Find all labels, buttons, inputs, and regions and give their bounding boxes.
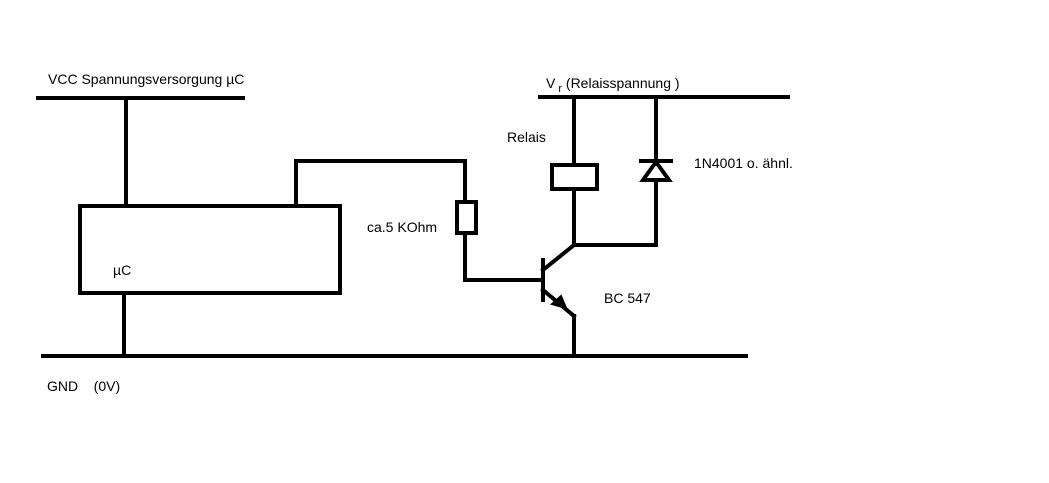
vr-symbol: V <box>546 75 556 91</box>
transistor-collector <box>540 242 577 273</box>
relay-label: Relais <box>507 129 546 145</box>
microcontroller-box <box>78 204 342 295</box>
base-resistor <box>455 200 478 235</box>
relay-coil <box>550 163 599 191</box>
transistor-label: BC 547 <box>604 290 651 306</box>
diode-bottom-wire <box>572 178 658 247</box>
vcc-label: VCC Spannungsversorgung µC <box>48 71 244 87</box>
diode-label: 1N4001 o. ähnl. <box>694 155 793 171</box>
uc-label: µC <box>113 262 131 278</box>
vr-subscript: r <box>558 83 562 95</box>
vr-description: (Relaisspannung ) <box>562 75 680 91</box>
transistor-emitter-arrow <box>549 294 568 310</box>
resistor-label: ca.5 KOhm <box>367 219 437 235</box>
gnd-label: GND (0V) <box>47 378 120 394</box>
diode-triangle <box>639 158 673 182</box>
uc-output-wire <box>294 159 467 208</box>
resistor-base-wire <box>463 231 543 282</box>
